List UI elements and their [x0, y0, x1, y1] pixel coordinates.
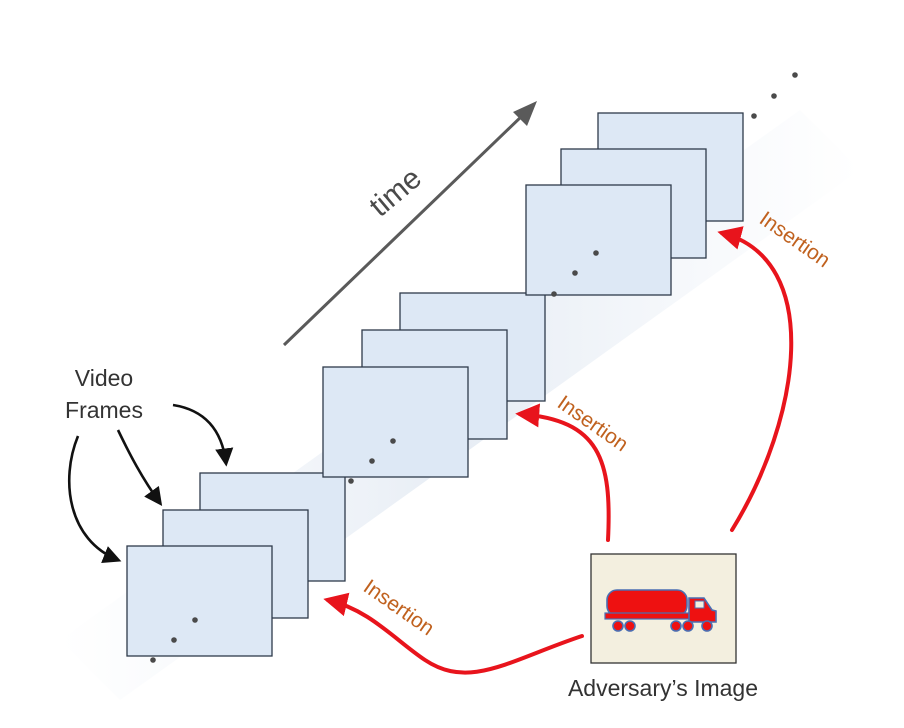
insertion-arrow-1 [323, 592, 584, 675]
insertion-arrow-2 [515, 403, 611, 542]
frame-stack-2 [322, 292, 546, 484]
ellipsis-dot [348, 478, 354, 484]
insertion-arrows [323, 226, 794, 675]
ellipsis-dot [369, 458, 375, 464]
ellipsis-dot [572, 270, 578, 276]
adversary-image-label: Adversary’s Image [568, 675, 758, 701]
pointer-arrow [67, 435, 122, 564]
video-frames-label-line1: Video [75, 365, 133, 391]
ellipsis-dot [593, 250, 599, 256]
adversary-image [590, 553, 737, 664]
insertion-arrow-3 [717, 226, 794, 532]
ellipsis-dot [792, 72, 798, 78]
video-frame [322, 366, 469, 478]
insertion-label-1: Insertion [359, 575, 438, 640]
tanker-truck-icon [604, 589, 717, 632]
ellipsis-dot [751, 113, 757, 119]
video-frames-label-line2: Frames [65, 397, 143, 423]
ellipsis-dot [171, 637, 177, 643]
pointer-arrow [116, 429, 163, 506]
time-arrow [282, 101, 537, 347]
ellipsis-dot [771, 93, 777, 99]
video-frame [525, 184, 672, 296]
pointer-arrow [172, 403, 234, 467]
frame-pointer-arrows [67, 403, 234, 564]
ellipsis-dot [192, 617, 198, 623]
ellipsis-dot [390, 438, 396, 444]
ellipsis-dot [150, 657, 156, 663]
frame-stack-3 [525, 72, 798, 297]
ellipsis-dot [551, 291, 557, 297]
video-frame [126, 545, 273, 657]
frame-stack-1 [126, 472, 346, 663]
